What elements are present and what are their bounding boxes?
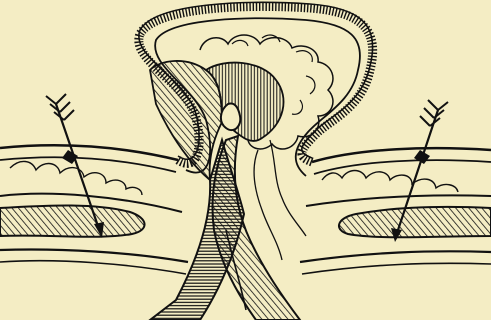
left-tissue-layers [0, 145, 188, 274]
right-tissue-layers [300, 148, 491, 274]
crossed-limbs [150, 136, 300, 320]
